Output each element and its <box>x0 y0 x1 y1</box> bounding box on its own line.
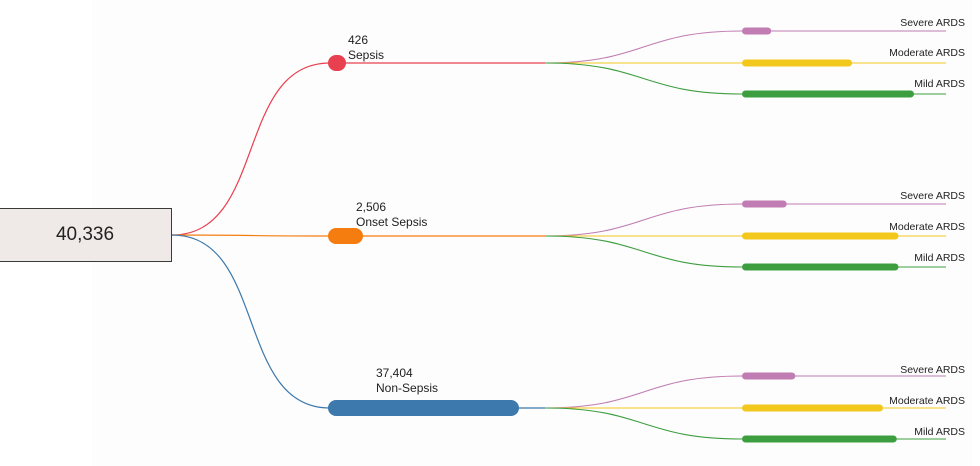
onset-sepsis-name: Onset Sepsis <box>356 215 428 229</box>
bar-onset-moderate <box>742 232 899 240</box>
leaf-label-nonsepsis-severe: Severe ARDS <box>900 364 965 376</box>
link-root-nonsepsis <box>171 234 331 409</box>
bar-onset-severe <box>742 200 787 208</box>
node-nonsepsis <box>328 400 519 416</box>
bar-onset-mild <box>742 263 899 271</box>
leaf-label-sepsis-mild: Mild ARDS <box>914 78 965 90</box>
leaf-label-onset-severe: Severe ARDS <box>900 190 965 202</box>
link-root-sepsis <box>171 62 331 236</box>
onset-sepsis-count: 2,506 <box>356 200 387 214</box>
bar-sepsis-severe <box>742 27 772 35</box>
bar-nonsepsis-moderate <box>742 404 884 412</box>
sepsis-count: 426 <box>348 33 369 47</box>
sepsis-label: 426 Sepsis <box>348 33 384 63</box>
link-sepsis-severe <box>544 30 743 64</box>
non-sepsis-label: 37,404 Non-Sepsis <box>376 366 438 396</box>
link-sepsis-mild <box>544 62 743 95</box>
node-onset <box>328 228 363 244</box>
non-sepsis-name: Non-Sepsis <box>376 381 439 395</box>
total-node: 40,336 <box>0 208 172 262</box>
leaf-label-nonsepsis-mild: Mild ARDS <box>914 426 965 438</box>
onset-sepsis-label: 2,506 Onset Sepsis <box>356 200 427 230</box>
leaf-label-sepsis-severe: Severe ARDS <box>900 17 965 29</box>
non-sepsis-count: 37,404 <box>376 366 413 380</box>
link-nonsepsis-severe <box>544 375 743 409</box>
bar-sepsis-mild <box>742 90 914 98</box>
link-onset-severe <box>544 203 743 237</box>
leaf-label-sepsis-moderate: Moderate ARDS <box>889 47 965 59</box>
sepsis-name: Sepsis <box>348 48 385 62</box>
leaf-label-onset-mild: Mild ARDS <box>914 252 965 264</box>
leaf-label-onset-moderate: Moderate ARDS <box>889 221 965 233</box>
node-sepsis <box>328 55 346 71</box>
link-root-onset <box>171 234 331 237</box>
bar-nonsepsis-mild <box>742 435 897 443</box>
total-value: 40,336 <box>55 224 115 245</box>
leaf-label-nonsepsis-moderate: Moderate ARDS <box>889 395 965 407</box>
bar-sepsis-moderate <box>742 59 853 67</box>
link-nonsepsis-mild <box>544 407 743 440</box>
bar-nonsepsis-severe <box>742 372 796 380</box>
link-onset-mild <box>544 235 743 268</box>
